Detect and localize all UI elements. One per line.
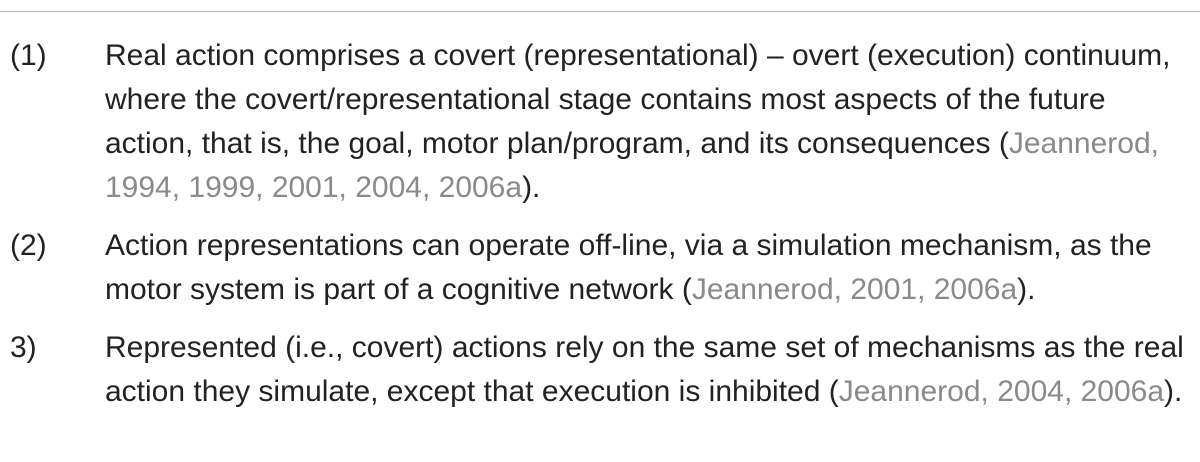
item-text: Real action comprises a covert (represen…: [105, 34, 1185, 210]
item-text: Represented (i.e., covert) actions rely …: [105, 326, 1185, 414]
list-item-3: 3) Represented (i.e., covert) actions re…: [0, 326, 1200, 414]
item-number: (1): [10, 39, 47, 72]
item-number: (2): [10, 229, 47, 262]
list-item-1: (1) Real action comprises a covert (repr…: [0, 34, 1200, 210]
item-end: ).: [1017, 273, 1036, 306]
item-end: ).: [522, 171, 541, 204]
item-number: 3): [10, 331, 37, 364]
item-end: ).: [1164, 375, 1183, 408]
numbered-list: (1) Real action comprises a covert (repr…: [0, 34, 1200, 428]
citation-link[interactable]: Jeannerod, 1994, 1999, 2001, 2004, 2006a: [105, 127, 1159, 204]
list-item-2: (2) Action representations can operate o…: [0, 224, 1200, 312]
item-text: Action representations can operate off-l…: [105, 224, 1185, 312]
top-divider: [0, 11, 1200, 12]
item-body: Real action comprises a covert (represen…: [105, 39, 1171, 160]
citation-link[interactable]: Jeannerod, 2004, 2006a: [838, 375, 1165, 408]
item-body: Action representations can operate off-l…: [105, 229, 1152, 306]
citation-link[interactable]: Jeannerod, 2001, 2006a: [691, 273, 1018, 306]
item-body: Represented (i.e., covert) actions rely …: [105, 331, 1184, 408]
